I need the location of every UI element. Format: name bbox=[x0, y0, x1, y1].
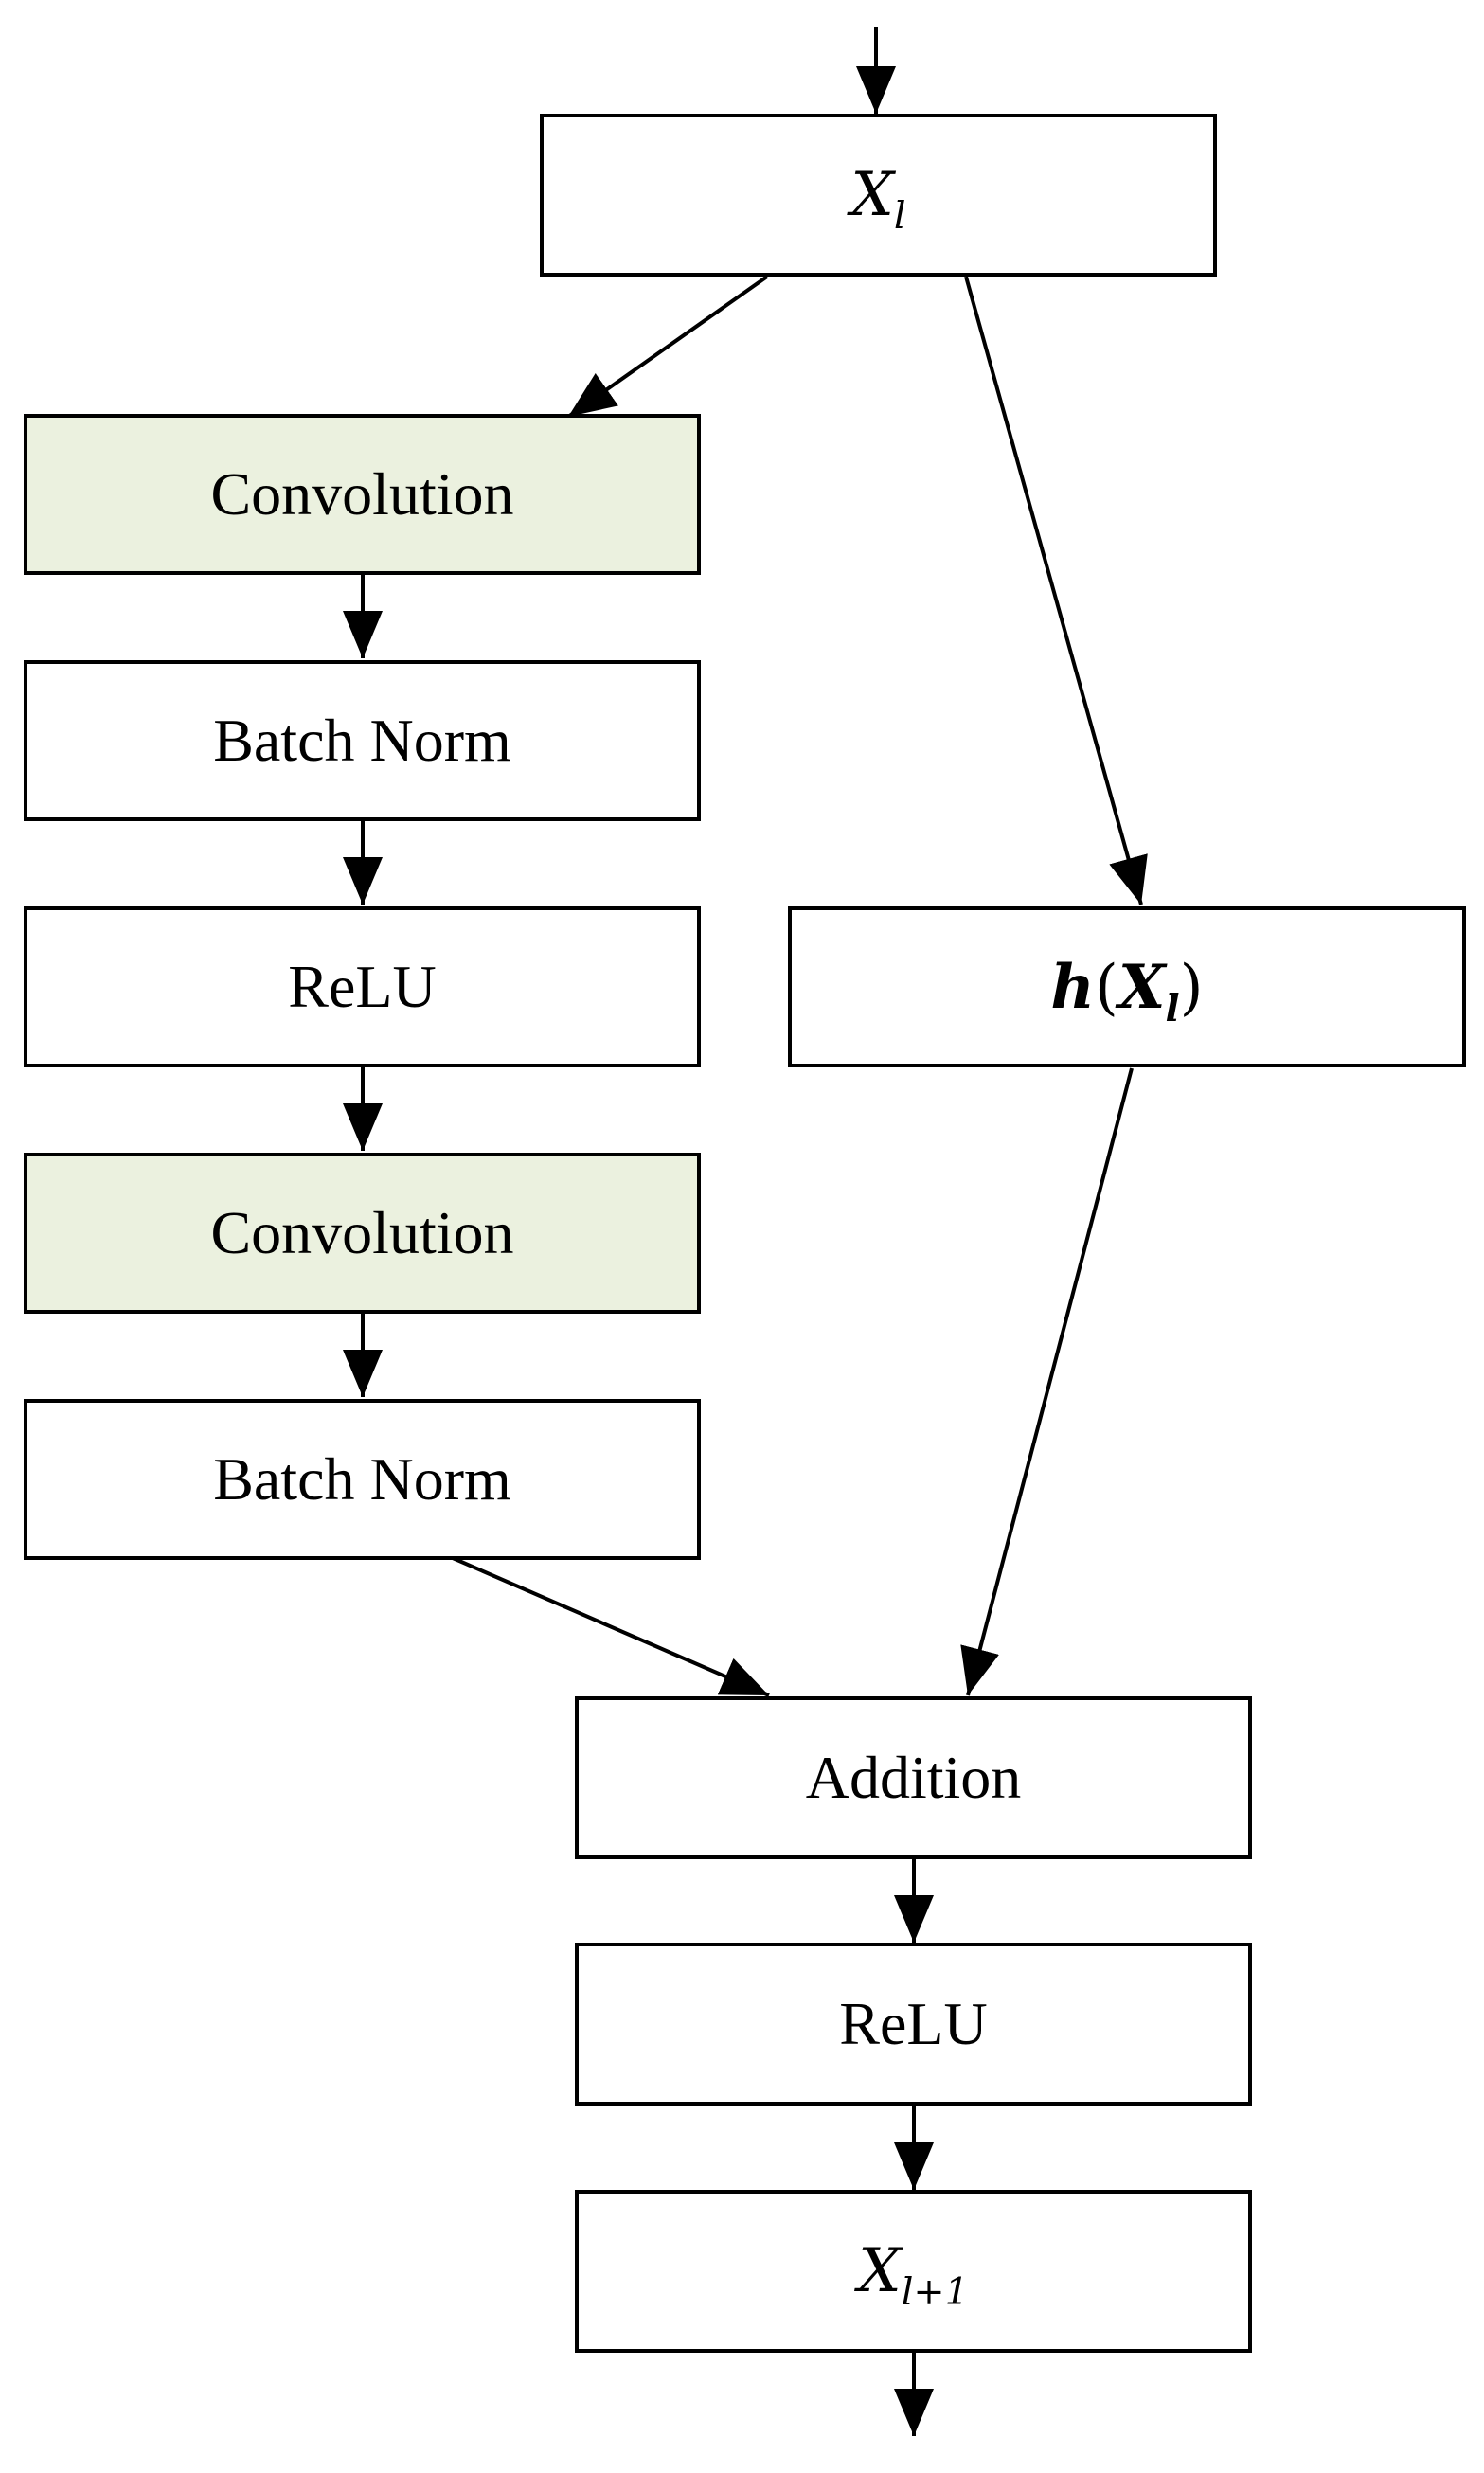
shortcut-label: h(Xl) bbox=[1050, 951, 1204, 1030]
input-box: Xl bbox=[540, 114, 1217, 277]
batch-norm-box-2: Batch Norm bbox=[24, 1399, 701, 1560]
convolution-label-2: Convolution bbox=[210, 1199, 514, 1266]
convolution-box-1: Convolution bbox=[24, 414, 701, 575]
output-label: Xl+1 bbox=[858, 2236, 969, 2314]
arrow-batch-norm-2-to-addition bbox=[452, 1556, 770, 1697]
relu-box-1: ReLU bbox=[24, 906, 701, 1067]
addition-box: Addition bbox=[575, 1696, 1252, 1859]
convolution-box-2: Convolution bbox=[24, 1153, 701, 1314]
input-label: Xl bbox=[850, 160, 906, 238]
relu-box-2: ReLU bbox=[575, 1943, 1252, 2106]
convolution-label-1: Convolution bbox=[210, 460, 514, 528]
arrow-shortcut-to-addition bbox=[960, 1067, 1134, 1696]
batch-norm-box-1: Batch Norm bbox=[24, 660, 701, 821]
relu-label-2: ReLU bbox=[839, 1990, 988, 2057]
batch-norm-label-1: Batch Norm bbox=[213, 707, 511, 774]
addition-label: Addition bbox=[805, 1744, 1022, 1811]
shortcut-box: h(Xl) bbox=[788, 906, 1466, 1067]
arrow-input-to-convolution-1 bbox=[566, 275, 769, 419]
relu-label-1: ReLU bbox=[288, 953, 437, 1020]
output-box: Xl+1 bbox=[575, 2190, 1252, 2353]
arrow-input-to-shortcut bbox=[964, 276, 1148, 905]
batch-norm-label-2: Batch Norm bbox=[213, 1445, 511, 1513]
